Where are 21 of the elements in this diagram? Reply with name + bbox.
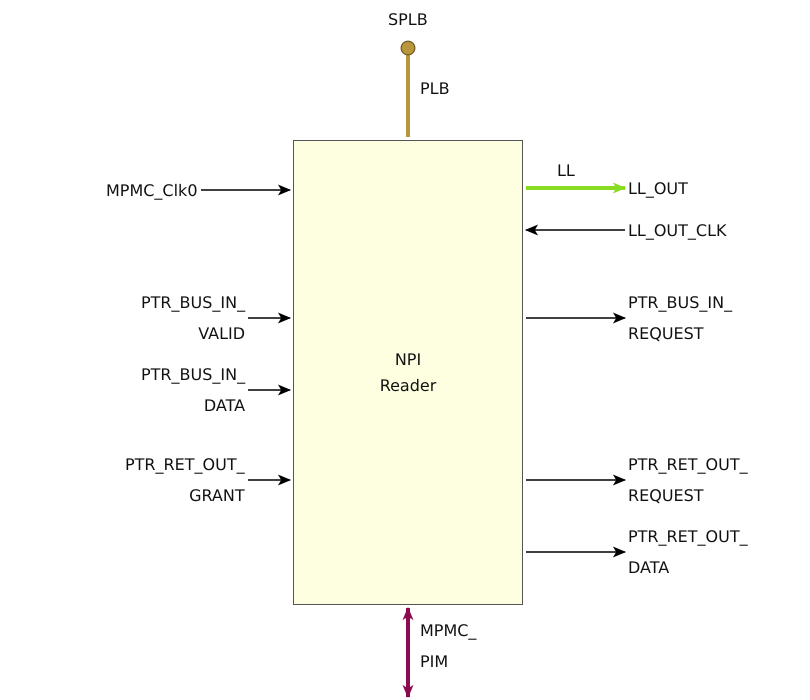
signal-arrow bbox=[526, 546, 626, 558]
signal-label: PTR_BUS_IN_ DATA bbox=[141, 359, 246, 421]
signal-label: PTR_RET_OUT_ GRANT bbox=[125, 449, 245, 511]
bus-arrow bbox=[402, 606, 414, 698]
signal-label: SPLB bbox=[388, 4, 428, 35]
signal-arrow bbox=[248, 474, 292, 486]
signal-label: MPMC_Clk0 bbox=[106, 174, 198, 206]
signal-label: PTR_BUS_IN_ VALID bbox=[141, 287, 246, 349]
signal-arrow bbox=[526, 312, 626, 324]
signal-label: PTR_RET_OUT_ REQUEST bbox=[628, 449, 748, 511]
signal-label: PTR_BUS_IN_ REQUEST bbox=[628, 287, 732, 349]
signal-label: LL_OUT_CLK bbox=[628, 214, 726, 246]
signal-arrow bbox=[201, 184, 292, 196]
signal-arrow bbox=[524, 224, 625, 236]
signal-arrow bbox=[526, 474, 626, 486]
signal-arrow bbox=[248, 384, 292, 396]
bus-arrow bbox=[526, 182, 626, 194]
signal-label: LL_OUT bbox=[628, 172, 688, 204]
signal-label: PTR_RET_OUT_ DATA bbox=[628, 521, 748, 583]
module-block: NPI Reader bbox=[293, 140, 523, 605]
signal-arrow bbox=[248, 312, 292, 324]
